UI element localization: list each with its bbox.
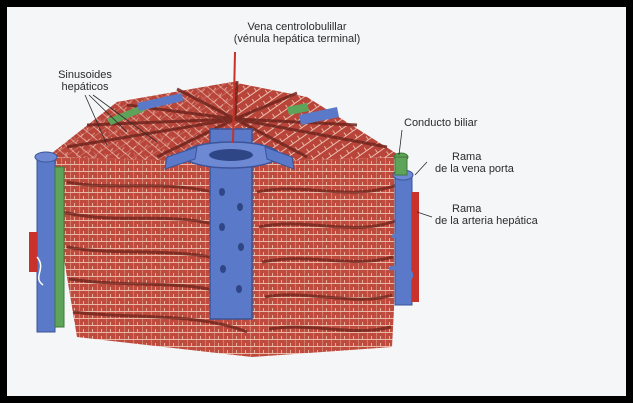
portal-vein-label-line1: Rama — [435, 151, 514, 163]
bile-duct-label: Conducto biliar — [404, 117, 477, 129]
portal-vein-label: Rama de la vena porta — [435, 151, 514, 175]
hepatic-artery-label: Rama de la arteria hepática — [435, 203, 538, 227]
sinusoids-label: Sinusoides hepáticos — [35, 69, 135, 93]
central-vein-label-line2: (vénula hepática terminal) — [192, 33, 402, 45]
sinusoids-label-line2: hepáticos — [35, 81, 135, 93]
hepatic-artery-label-line1: Rama — [435, 203, 538, 215]
lobule-right-face — [237, 157, 402, 357]
hepatic-artery-label-line2: de la arteria hepática — [435, 215, 538, 227]
central-vein-label-line1: Vena centrolobulillar — [192, 21, 402, 33]
bile-duct-label-text: Conducto biliar — [404, 117, 477, 129]
central-vein-label: Vena centrolobulillar (vénula hepática t… — [192, 21, 402, 45]
left-portal-triad — [29, 152, 64, 332]
portal-vein-label-line2: de la vena porta — [435, 163, 514, 175]
sinusoids-label-line1: Sinusoides — [35, 69, 135, 81]
liver-lobule-illustration — [7, 7, 626, 396]
figure-canvas: Vena centrolobulillar (vénula hepática t… — [7, 7, 626, 396]
